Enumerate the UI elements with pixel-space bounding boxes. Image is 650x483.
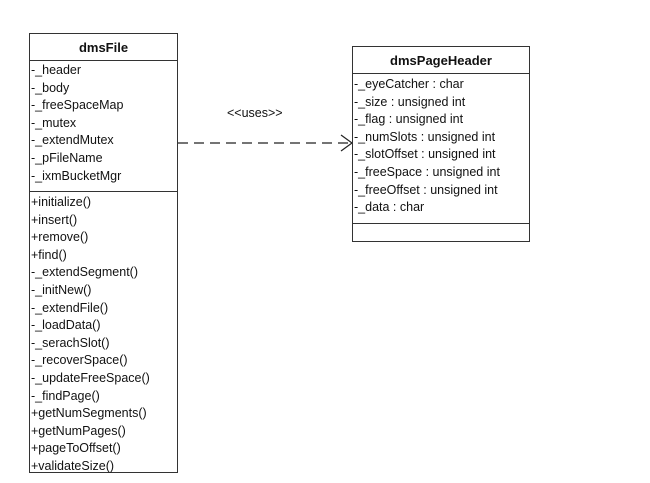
class-dmspageheader[interactable]: dmsPageHeader -_eyeCatcher : char -_size … bbox=[352, 46, 530, 242]
uses-stereotype-label: <<uses>> bbox=[227, 106, 283, 120]
operation-item: +getNumPages() bbox=[31, 423, 126, 438]
attribute-item: -_freeSpace : unsigned int bbox=[354, 164, 500, 179]
operation-item: +getNumSegments() bbox=[31, 406, 147, 421]
attribute-item: -_mutex bbox=[31, 115, 77, 130]
attributes-compartment: -_eyeCatcher : char -_size : unsigned int… bbox=[353, 74, 529, 224]
class-name: dmsFile bbox=[30, 34, 177, 61]
class-name: dmsPageHeader bbox=[353, 47, 529, 74]
operation-item: -_extendFile() bbox=[31, 300, 109, 315]
attribute-item: -_size : unsigned int bbox=[354, 94, 466, 109]
attribute-item: -_body bbox=[31, 80, 70, 95]
attribute-item: -_eyeCatcher : char bbox=[354, 77, 464, 91]
operation-item: +find() bbox=[31, 247, 67, 262]
class-dmsfile[interactable]: dmsFile -_header -_body -_freeSpaceMap -_mu… bbox=[29, 33, 178, 473]
operation-item: -_updateFreeSpace() bbox=[31, 370, 150, 385]
operation-item: -_loadData() bbox=[31, 318, 101, 333]
operation-item: +insert() bbox=[31, 212, 78, 227]
attribute-item: -_freeSpaceMap bbox=[31, 98, 124, 113]
operation-item: +initialize() bbox=[31, 195, 92, 209]
attribute-item: -_ixmBucketMgr bbox=[31, 168, 122, 183]
attribute-item: -_header bbox=[31, 63, 82, 77]
operation-item: +pageToOffset() bbox=[31, 441, 121, 456]
operations-compartment bbox=[353, 224, 529, 241]
attribute-item: -_pFileName bbox=[31, 150, 103, 165]
attribute-item: -_slotOffset : unsigned int bbox=[354, 147, 496, 162]
operation-item: -_serachSlot() bbox=[31, 335, 110, 350]
attributes-compartment: -_header -_body -_freeSpaceMap -_mutex -_ext… bbox=[30, 61, 177, 192]
operation-item: -_recoverSpace() bbox=[31, 353, 128, 368]
operation-item: -_findPage() bbox=[31, 388, 100, 403]
operation-item: +validateSize() bbox=[31, 458, 115, 473]
operation-item: +remove() bbox=[31, 230, 89, 245]
attribute-item: -_numSlots : unsigned int bbox=[354, 129, 496, 144]
operations-compartment: +initialize() +insert() +remove() +find() -_… bbox=[30, 192, 177, 476]
operation-item: -_initNew() bbox=[31, 282, 92, 297]
attribute-item: -_data : char bbox=[354, 200, 425, 215]
operation-item: -_extendSegment() bbox=[31, 265, 139, 280]
attribute-item: -_flag : unsigned int bbox=[354, 112, 464, 127]
attribute-item: -_freeOffset : unsigned int bbox=[354, 182, 498, 197]
attribute-item: -_extendMutex bbox=[31, 133, 114, 148]
